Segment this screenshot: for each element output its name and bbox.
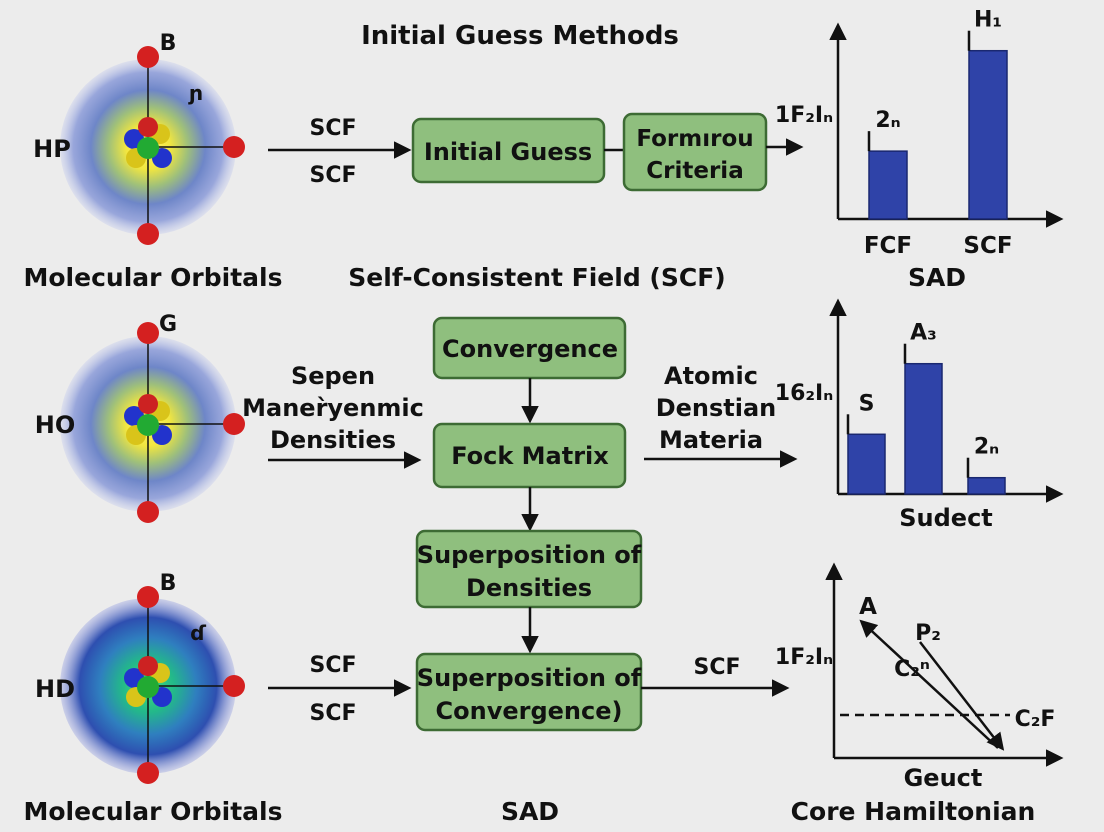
output-label: 1F₂Iₙ (775, 103, 833, 128)
bar (868, 150, 908, 220)
bar (967, 476, 1006, 495)
chart-xlabel: Geuct (904, 764, 983, 792)
electron (137, 46, 159, 68)
chart-caption: Core Hamiltonian (791, 797, 1036, 826)
nucleus (124, 117, 172, 168)
chart-ylabel: 1F₂Iₙ (775, 645, 833, 670)
chart-xlabel: Sudect (899, 504, 993, 532)
bar-label: 2ₙ (875, 108, 900, 133)
process-box-label: Densities (466, 574, 592, 602)
process-box-superposition-convergence (415, 652, 643, 732)
center-label: SAD (501, 797, 559, 826)
arrow-label: SCF (309, 116, 356, 141)
atom-left-label: HD (35, 675, 75, 703)
nucleus (124, 394, 172, 445)
arrow-label: Sepen (291, 362, 375, 390)
process-box-label: Superposition of (417, 541, 642, 569)
electron (137, 762, 159, 784)
process-box-label: Convergence (442, 335, 618, 363)
process-box-label: Criteria (646, 158, 743, 184)
arrow-label: Maner̀yenmic (242, 394, 424, 422)
electron (137, 322, 159, 344)
atom-row-3: B HD ɗ (35, 571, 245, 784)
category-label: FCF (864, 233, 912, 259)
process-box-criteria (622, 112, 768, 192)
bar-label: 2ₙ (974, 435, 999, 460)
chart-ylabel: 16₂Iₙ (775, 381, 833, 406)
arrow-label: A (859, 594, 877, 620)
nucleus (124, 656, 172, 707)
atom-top-label: B (160, 31, 177, 56)
threshold-label: C₂F (1015, 707, 1056, 732)
bar-label: S (859, 391, 875, 416)
electron (137, 586, 159, 608)
arrow-label: C₂ⁿ (894, 657, 930, 682)
process-box-label: Initial Guess (424, 138, 592, 166)
trend-arrow (919, 641, 1005, 751)
atom-top-label: G (159, 312, 177, 337)
row-label: Molecular Orbitals (24, 797, 283, 826)
trend-arrow (859, 619, 999, 749)
bar (968, 49, 1008, 220)
atom-left-label: HP (33, 135, 71, 163)
electron (137, 223, 159, 245)
atom-left-label: HO (35, 411, 76, 439)
output-label: Materia (659, 426, 763, 454)
center-label: Self-Consistent Field (SCF) (348, 263, 725, 292)
bar-label: A₃ (910, 321, 937, 346)
process-box-label: Convergence) (436, 697, 623, 725)
electron (223, 136, 245, 158)
output-label: SCF (693, 655, 740, 680)
process-box-label: Formırou (636, 126, 753, 152)
atom-top-label: B (160, 571, 177, 596)
category-label: SCF (963, 233, 1012, 259)
electron (223, 413, 245, 435)
bar (904, 362, 943, 495)
row-label: Molecular Orbitals (24, 263, 283, 292)
electron (137, 501, 159, 523)
electron (223, 675, 245, 697)
process-box-label: Superposition of (417, 664, 642, 692)
process-box-label: Fock Matrix (451, 442, 609, 470)
bar-label: H₁ (974, 8, 1002, 33)
bar-chart-2: S A₃ 2ₙ (829, 298, 1064, 503)
atom-row-2: G HO (35, 312, 245, 523)
output-label: Atomic (664, 362, 758, 390)
bar (847, 433, 886, 495)
arrow-label: P₂ (915, 621, 941, 646)
arrow-label: Densities (270, 426, 396, 454)
atom-row-1: B HP ɲ (33, 31, 245, 245)
chart-caption: SAD (908, 263, 966, 292)
output-label: Denstian (656, 394, 777, 422)
arrow-label: SCF (309, 653, 356, 678)
atom-side-label: ɗ (190, 621, 207, 645)
line-chart-3: A P₂ C₂ⁿ C₂F (825, 562, 1064, 767)
atom-side-label: ɲ (188, 81, 203, 105)
arrow-label: SCF (309, 701, 356, 726)
arrow-label: SCF (309, 163, 356, 188)
diagram-title: Initial Guess Methods (361, 21, 679, 51)
